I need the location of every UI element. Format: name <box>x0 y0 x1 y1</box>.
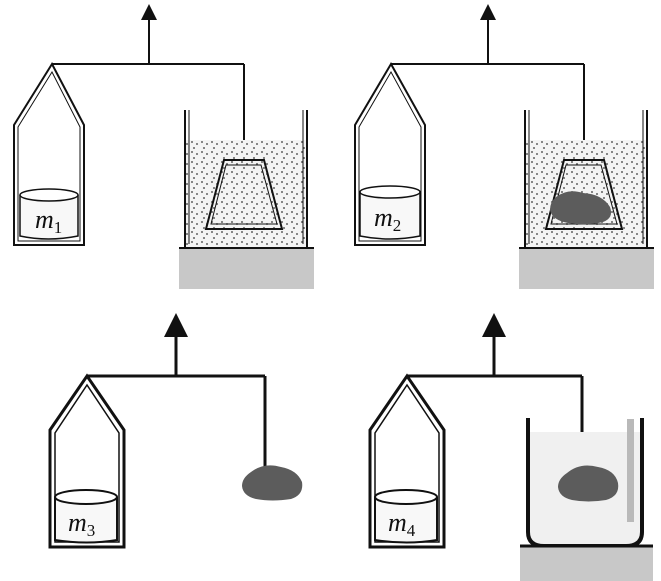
panel-3: m3 <box>48 313 303 549</box>
mass-label-m2: m2 <box>374 203 401 235</box>
counterweight-container: m4 <box>374 489 438 544</box>
hanging-bag <box>48 373 126 549</box>
panel-2: m2 <box>354 4 654 289</box>
hanging-bag <box>354 61 426 246</box>
hanging-bag-inner <box>358 70 422 242</box>
sand-container <box>524 110 648 249</box>
counterweight-container: m1 <box>19 188 79 240</box>
rock <box>242 465 303 501</box>
hanging-bag <box>368 373 446 549</box>
rock <box>550 191 612 225</box>
hanging-bag-inner <box>17 70 81 242</box>
hanging-basket <box>204 159 284 230</box>
support-rod <box>627 419 634 522</box>
mass-label-m1: m1 <box>35 205 62 237</box>
stand-base <box>179 248 314 289</box>
counterweight-container: m2 <box>359 185 421 240</box>
mass-label-m4: m4 <box>388 508 416 540</box>
counterweight-container: m3 <box>54 489 118 544</box>
panel-1: m1 <box>13 4 314 289</box>
mass-label-m3: m3 <box>68 508 95 540</box>
panel-4: m4 <box>368 313 653 581</box>
stand-base <box>519 248 654 289</box>
sand-container <box>184 110 308 249</box>
hanging-bag <box>13 61 85 246</box>
rock <box>558 465 619 502</box>
stand-base <box>520 545 653 581</box>
hanging-basket-inner <box>210 164 278 225</box>
